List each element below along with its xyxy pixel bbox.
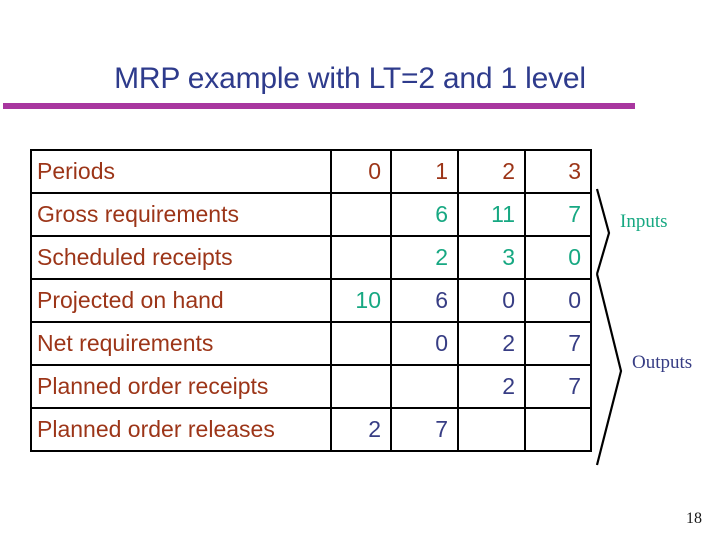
- cell-planned-order-releases-0: 2: [330, 407, 392, 452]
- table-row: Periods 0 1 2 3: [30, 149, 592, 194]
- table-row: Planned order releases 2 7: [30, 407, 592, 452]
- cell-planned-order-releases-2: [457, 407, 526, 452]
- cell-net-requirements-0: [330, 321, 392, 366]
- page-title: MRP example with LT=2 and 1 level: [114, 62, 586, 95]
- mrp-table: Periods 0 1 2 3 Gross requirements 6 11 …: [30, 149, 592, 452]
- table-row: Projected on hand 10 6 0 0: [30, 278, 592, 323]
- cell-periods-0: 0: [330, 149, 392, 194]
- annotation-outputs: Outputs: [632, 352, 693, 373]
- cell-planned-order-releases-1: 7: [390, 407, 459, 452]
- cell-periods-3: 3: [524, 149, 592, 194]
- row-label-net-requirements: Net requirements: [30, 321, 332, 366]
- inputs-brace-icon: [595, 188, 611, 275]
- outputs-brace-icon: [595, 273, 623, 466]
- table-row: Scheduled receipts 2 3 0: [30, 235, 592, 280]
- cell-projected-on-hand-3: 0: [524, 278, 592, 323]
- cell-planned-order-receipts-2: 2: [457, 364, 526, 409]
- cell-planned-order-releases-3: [524, 407, 592, 452]
- cell-scheduled-receipts-0: [330, 235, 392, 280]
- cell-projected-on-hand-2: 0: [457, 278, 526, 323]
- row-label-periods: Periods: [30, 149, 332, 194]
- row-label-projected-on-hand: Projected on hand: [30, 278, 332, 323]
- row-label-scheduled-receipts: Scheduled receipts: [30, 235, 332, 280]
- title-divider: [3, 103, 635, 109]
- table-row: Gross requirements 6 11 7: [30, 192, 592, 237]
- cell-periods-2: 2: [457, 149, 526, 194]
- row-label-gross-requirements: Gross requirements: [30, 192, 332, 237]
- cell-planned-order-receipts-0: [330, 364, 392, 409]
- cell-net-requirements-2: 2: [457, 321, 526, 366]
- cell-gross-requirements-0: [330, 192, 392, 237]
- table-row: Planned order receipts 2 7: [30, 364, 592, 409]
- cell-scheduled-receipts-3: 0: [524, 235, 592, 280]
- cell-projected-on-hand-0: 10: [330, 278, 392, 323]
- cell-net-requirements-1: 0: [390, 321, 459, 366]
- cell-gross-requirements-2: 11: [457, 192, 526, 237]
- cell-planned-order-receipts-1: [390, 364, 459, 409]
- cell-scheduled-receipts-2: 3: [457, 235, 526, 280]
- cell-projected-on-hand-1: 6: [390, 278, 459, 323]
- row-label-planned-order-receipts: Planned order receipts: [30, 364, 332, 409]
- annotation-inputs: Inputs: [620, 211, 668, 232]
- cell-planned-order-receipts-3: 7: [524, 364, 592, 409]
- cell-periods-1: 1: [390, 149, 459, 194]
- cell-scheduled-receipts-1: 2: [390, 235, 459, 280]
- brace-group: [595, 188, 623, 466]
- cell-net-requirements-3: 7: [524, 321, 592, 366]
- page-number: 18: [686, 510, 702, 527]
- cell-gross-requirements-1: 6: [390, 192, 459, 237]
- row-label-planned-order-releases: Planned order releases: [30, 407, 332, 452]
- cell-gross-requirements-3: 7: [524, 192, 592, 237]
- table-row: Net requirements 0 2 7: [30, 321, 592, 366]
